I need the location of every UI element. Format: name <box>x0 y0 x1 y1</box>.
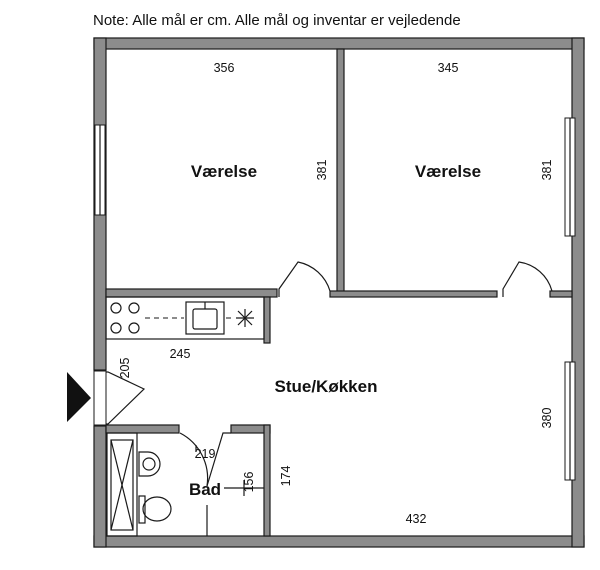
plan-note: Note: Alle mål er cm. Alle mål og invent… <box>93 12 461 29</box>
wall-bath-top-a <box>105 424 180 434</box>
entrance-arrow-icon <box>67 372 91 422</box>
door-bathroom-swing <box>179 432 209 487</box>
wall-kitchen-end <box>263 296 271 344</box>
toilet-icon <box>138 495 172 524</box>
dim-bedroom-right-depth: 381 <box>540 160 554 181</box>
dim-bedroom-left-depth: 381 <box>315 160 329 181</box>
room-label-living-kitchen: Stue/Køkken <box>275 377 378 396</box>
shower-icon <box>106 432 138 537</box>
kitchen-counter <box>105 296 265 340</box>
dimension-lines <box>195 445 264 496</box>
wall-bottom <box>93 535 585 548</box>
room-label-bathroom: Bad <box>189 480 221 499</box>
dim-bath-width: 219 <box>195 447 216 461</box>
interior-walls <box>105 48 573 537</box>
wall-bath-right <box>263 424 271 537</box>
dim-living-width: 432 <box>406 512 427 526</box>
dim-entrance-width: 205 <box>118 358 132 379</box>
wall-left-bedroom-bottom <box>105 288 278 298</box>
dim-kitchen-length: 245 <box>170 347 191 361</box>
door-bathroom <box>206 432 231 487</box>
counter-outline <box>105 296 265 340</box>
bathroom-fixtures <box>106 432 208 537</box>
room-label-bedroom-left: Værelse <box>191 162 257 181</box>
wall-right-bedroom-bottom-b <box>549 290 573 298</box>
fridge-icon <box>236 309 254 327</box>
doors <box>106 261 553 487</box>
kitchen-sink-icon <box>185 301 225 335</box>
washbasin-icon <box>138 451 161 477</box>
wall-top <box>93 37 585 50</box>
dimension-labels: 356 345 381 381 245 205 219 156 174 380 … <box>118 61 554 526</box>
stove-icon <box>110 302 140 334</box>
room-label-bedroom-right: Værelse <box>415 162 481 181</box>
room-labels: Værelse Værelse Stue/Køkken Bad <box>189 162 481 499</box>
dim-living-depth: 380 <box>540 408 554 429</box>
dim-bedroom-left-width: 356 <box>214 61 235 75</box>
dim-bedroom-right-width: 345 <box>438 61 459 75</box>
door-left-bedroom <box>278 261 331 297</box>
wall-between-bedrooms <box>336 48 345 296</box>
entrance-opening <box>93 370 107 426</box>
windows <box>94 117 576 481</box>
dim-bath-wall: 174 <box>279 466 293 487</box>
door-right-bedroom <box>502 261 553 297</box>
door-entrance <box>106 371 146 425</box>
wall-right-bedroom-bottom-a <box>329 290 498 298</box>
wall-left-lower <box>93 425 107 548</box>
dim-bath-depth: 156 <box>242 472 256 493</box>
